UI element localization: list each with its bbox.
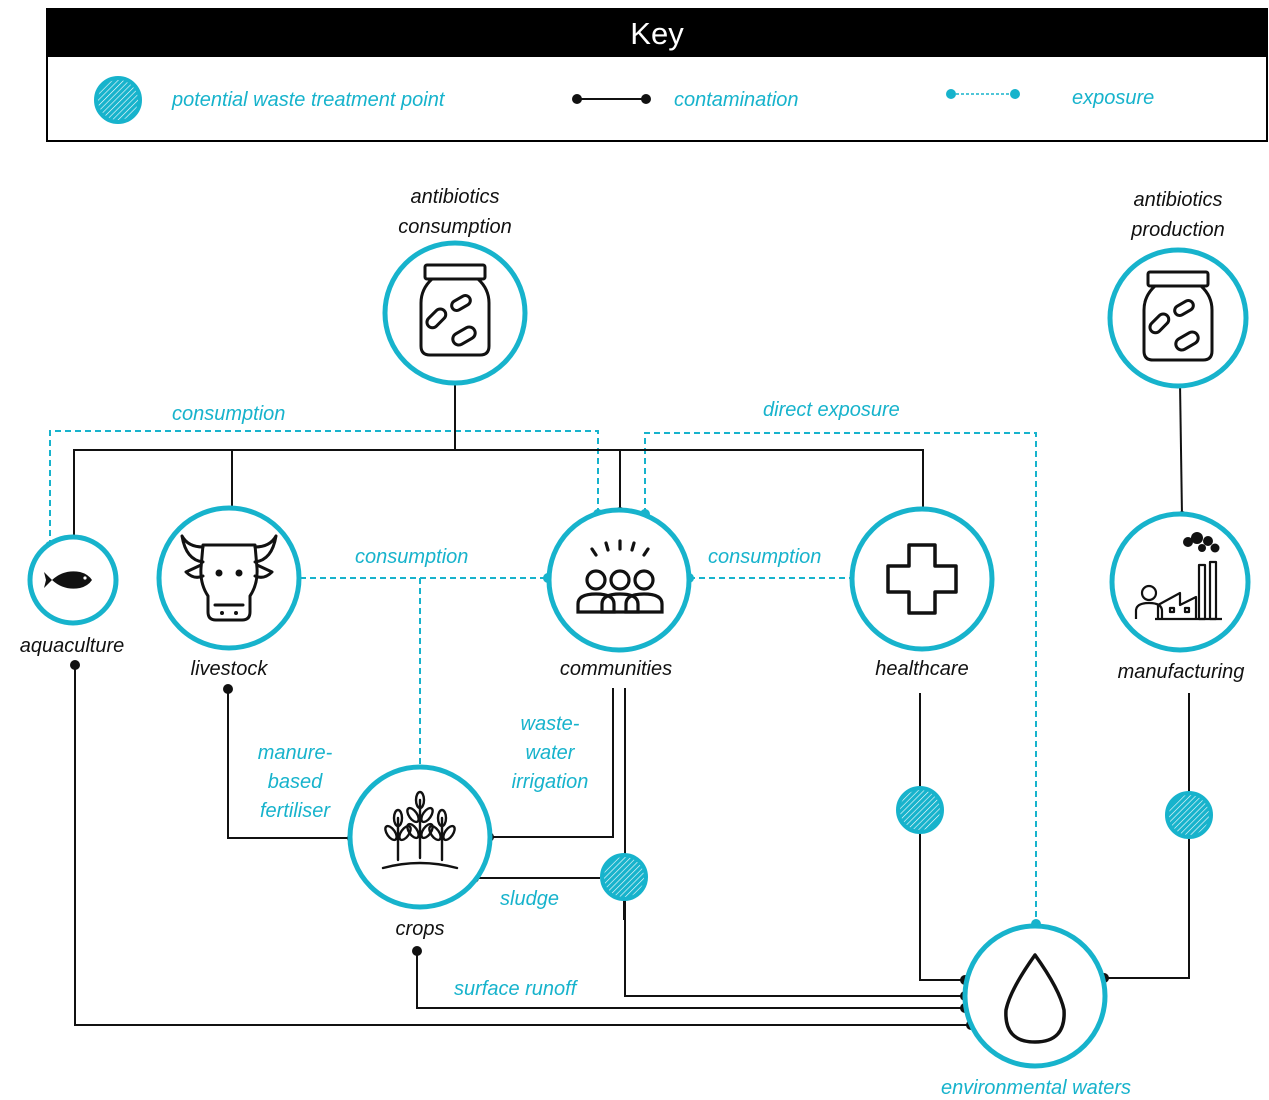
contamination-lines <box>73 382 1190 1026</box>
pill-jar-icon <box>1142 270 1214 362</box>
medical-cross-icon <box>886 543 958 615</box>
label-manure-line1: manure- <box>258 742 333 764</box>
factory-worker-icon <box>1134 560 1222 621</box>
pill-jar-icon <box>419 263 491 357</box>
node-label-consumption-line1: antibiotics <box>411 186 500 208</box>
label-wastewater-line1: waste- <box>521 713 580 735</box>
treatment-point-healthcare <box>896 786 944 834</box>
node-label-livestock: livestock <box>191 658 269 680</box>
communities-node: communities <box>546 507 692 680</box>
label-consumption-livestock: consumption <box>355 546 468 568</box>
treatment-point-sludge <box>600 853 648 901</box>
node-label-production-line2: production <box>1130 219 1224 241</box>
treatment-point-manufacturing <box>1165 791 1213 839</box>
label-manure-line2: based <box>268 771 323 793</box>
key-legend: Key <box>46 8 1268 142</box>
node-label-healthcare: healthcare <box>875 658 968 680</box>
aquaculture-node: aquaculture <box>20 534 125 657</box>
label-surface-runoff: surface runoff <box>454 978 579 1000</box>
node-label-manufacturing: manufacturing <box>1118 661 1245 683</box>
key-exposure-label: exposure <box>1072 87 1154 109</box>
key-exposure-entry: exposure <box>946 87 1154 109</box>
people-group-icon <box>576 539 664 614</box>
antibiotics-production-node: antibiotics production <box>1107 189 1249 389</box>
label-wastewater-line3: irrigation <box>512 771 589 793</box>
environmental-waters-node: environmental waters <box>941 923 1131 1099</box>
exposure-direct-communities-water <box>644 432 1037 924</box>
key-treatment-entry: potential waste treatment point <box>94 76 446 124</box>
factory-smoke <box>1183 532 1220 553</box>
key-contamination-entry: contamination <box>572 89 799 111</box>
label-consumption-top: consumption <box>172 403 285 425</box>
node-label-production-line1: antibiotics <box>1134 189 1223 211</box>
label-wastewater-line2: water <box>526 742 576 764</box>
label-direct-exposure: direct exposure <box>763 399 900 421</box>
crops-icon <box>381 790 459 870</box>
manufacturing-node: manufacturing <box>1109 511 1251 683</box>
antibiotics-consumption-node: antibiotics consumption <box>382 186 528 386</box>
key-contamination-label: contamination <box>674 89 799 111</box>
node-label-communities: communities <box>560 658 672 680</box>
treatment-point-swatch <box>94 76 142 124</box>
fish-icon <box>44 571 92 589</box>
water-drop-icon <box>1004 953 1066 1044</box>
node-label-aquaculture: aquaculture <box>20 635 125 657</box>
edge-labels: consumption direct exposure consumption … <box>172 399 900 1000</box>
node-label-crops: crops <box>396 918 445 940</box>
label-sludge: sludge <box>500 888 559 910</box>
cow-eyes <box>215 569 243 615</box>
livestock-node: livestock <box>156 505 302 680</box>
label-consumption-healthcare: consumption <box>708 546 821 568</box>
key-title: Key <box>48 10 1266 57</box>
label-manure-line3: fertiliser <box>260 800 331 822</box>
crops-node: crops <box>347 764 493 940</box>
node-label-consumption-line2: consumption <box>398 216 511 238</box>
cow-icon <box>180 534 278 622</box>
treatment-points <box>600 786 1213 901</box>
node-label-environmental-waters: environmental waters <box>941 1077 1131 1099</box>
exposure-consumption-aquaculture <box>49 430 599 546</box>
healthcare-node: healthcare <box>849 506 995 680</box>
exposure-lines <box>49 430 1037 924</box>
key-treatment-label: potential waste treatment point <box>171 89 446 111</box>
